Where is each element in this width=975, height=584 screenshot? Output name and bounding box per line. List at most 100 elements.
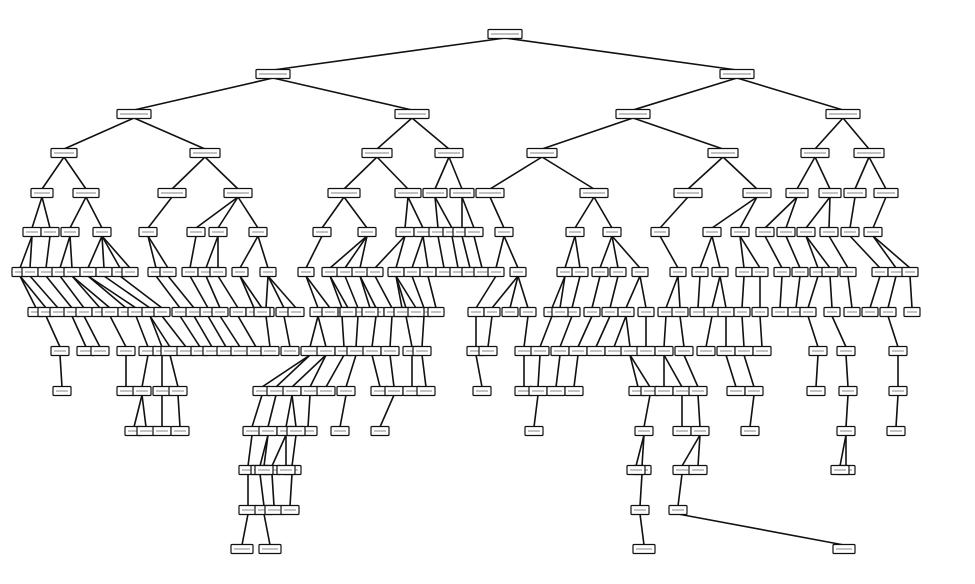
tree-node xyxy=(586,345,606,357)
tree-edge xyxy=(705,315,713,348)
tree-edge xyxy=(629,354,651,388)
tree-node xyxy=(357,226,377,238)
tree-edge xyxy=(854,156,870,190)
tree-node xyxy=(50,147,78,159)
tree-edge xyxy=(267,275,297,309)
tree-edge xyxy=(829,275,833,309)
tree-node xyxy=(159,266,177,278)
tree-node xyxy=(672,385,692,397)
tree-node xyxy=(22,226,42,238)
tree-edge xyxy=(263,434,269,467)
tree-node xyxy=(312,226,332,238)
tree-node xyxy=(186,226,206,238)
tree-node xyxy=(208,226,228,238)
tree-node xyxy=(336,266,354,278)
tree-edge xyxy=(177,394,181,428)
tree-edge xyxy=(593,196,613,229)
tree-edge xyxy=(251,394,263,428)
tree-node xyxy=(223,187,253,199)
tree-node xyxy=(412,345,432,357)
tree-node xyxy=(620,345,640,357)
tree-edge xyxy=(59,275,85,309)
tree-edge xyxy=(371,354,381,388)
tree-edge xyxy=(241,513,249,546)
tree-edge xyxy=(329,275,349,309)
tree-edge xyxy=(711,275,721,309)
tree-edge xyxy=(639,513,645,546)
tree-edge xyxy=(679,315,685,348)
tree-edge xyxy=(643,394,651,428)
tree-node xyxy=(259,266,277,278)
tree-edge xyxy=(395,275,403,309)
tree-edge xyxy=(427,275,437,309)
tree-node xyxy=(321,266,339,278)
tree-edge xyxy=(591,275,601,309)
tree-edge xyxy=(736,77,844,111)
tree-node xyxy=(901,266,919,278)
tree-edge xyxy=(411,235,424,269)
tree-edge xyxy=(639,473,643,507)
tree-node xyxy=(478,345,498,357)
tree-edge xyxy=(611,235,619,269)
tree-edge xyxy=(135,315,149,348)
tree-node xyxy=(254,464,274,476)
tree-edge xyxy=(814,117,844,150)
tree-node xyxy=(690,425,710,437)
tree-edge xyxy=(555,354,561,388)
tree-edge xyxy=(551,275,566,309)
tree-node xyxy=(52,385,72,397)
tree-edge xyxy=(63,156,87,190)
tree-node xyxy=(336,385,356,397)
tree-edge xyxy=(305,275,319,309)
tree-node xyxy=(127,306,145,318)
tree-node xyxy=(416,385,436,397)
tree-edge xyxy=(632,117,724,150)
tree-edge xyxy=(539,315,553,348)
tree-node xyxy=(602,226,622,238)
tree-node xyxy=(316,345,336,357)
tree-edge xyxy=(872,235,911,269)
tree-edge xyxy=(815,354,819,388)
tree-node xyxy=(688,385,708,397)
tree-edge xyxy=(491,275,519,309)
tree-edge xyxy=(41,196,51,229)
tree-node xyxy=(903,306,921,318)
tree-node xyxy=(300,345,320,357)
tree-edge xyxy=(523,315,529,348)
tree-node xyxy=(40,226,60,238)
tree-node xyxy=(361,147,393,159)
tree-edge xyxy=(697,434,701,467)
tree-edge xyxy=(147,235,169,269)
tree-edge xyxy=(19,275,37,309)
tree-node xyxy=(384,385,404,397)
tree-node xyxy=(821,266,839,278)
tree-edge xyxy=(101,235,121,269)
tree-node xyxy=(258,425,278,437)
tree-edge xyxy=(421,354,427,388)
tree-node xyxy=(672,425,692,437)
tree-edge xyxy=(339,394,347,428)
tree-node xyxy=(853,147,885,159)
tree-node xyxy=(231,266,249,278)
tree-edge xyxy=(541,117,634,150)
tree-edge xyxy=(141,394,147,428)
tree-node xyxy=(387,266,405,278)
tree-edge xyxy=(45,235,51,269)
tree-edge xyxy=(147,196,173,229)
tree-edge xyxy=(509,275,519,309)
tree-edge xyxy=(85,196,103,229)
tree-edge xyxy=(831,315,847,348)
tree-edge xyxy=(307,394,311,428)
tree-edge xyxy=(743,354,755,388)
tree-edge xyxy=(849,196,856,229)
tree-node xyxy=(843,306,861,318)
tree-node xyxy=(116,385,136,397)
tree-node xyxy=(796,226,816,238)
tree-node xyxy=(266,385,286,397)
tree-edge xyxy=(839,434,847,467)
tree-edge xyxy=(309,315,319,348)
tree-edge xyxy=(869,275,881,309)
tree-edge xyxy=(663,354,683,388)
tree-node xyxy=(449,187,475,199)
